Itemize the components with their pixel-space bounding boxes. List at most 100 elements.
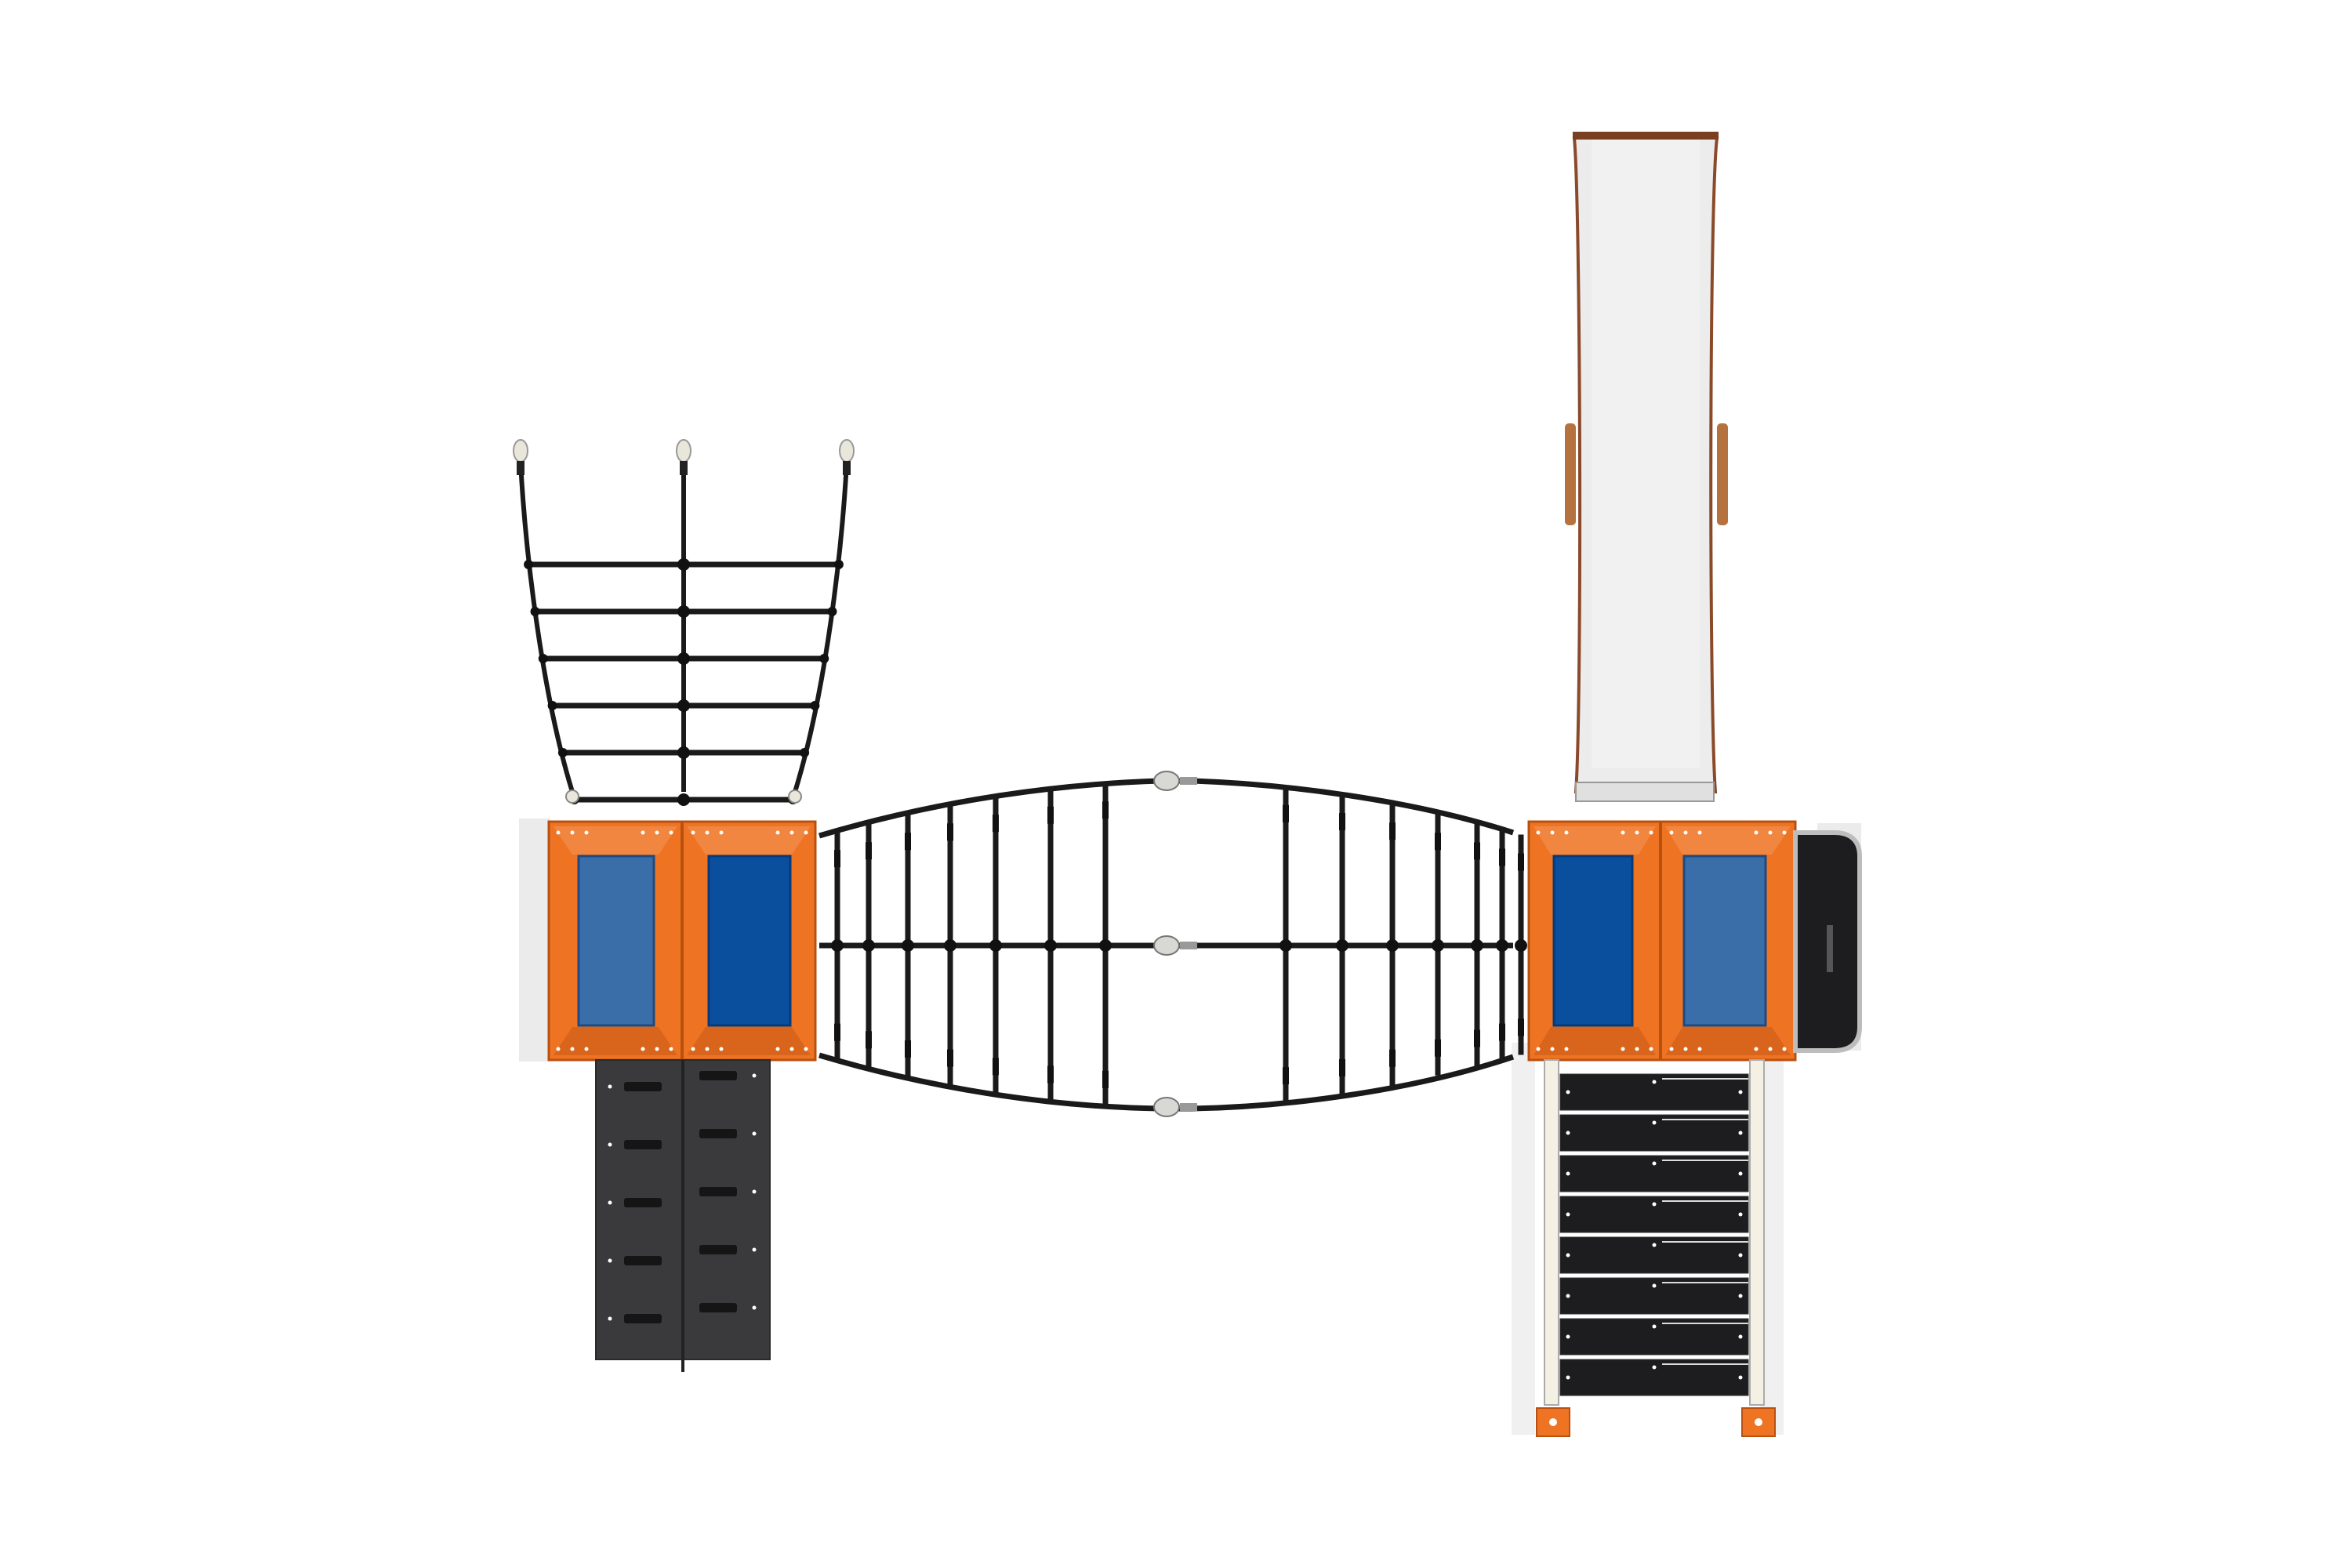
bolt-icon (1635, 1047, 1639, 1051)
stair-ladder[interactable] (1536, 1059, 1776, 1437)
side-panel[interactable] (1793, 830, 1862, 1053)
bolt-icon (1649, 1047, 1653, 1051)
bolt-icon (584, 1047, 589, 1051)
clamp-icon (1435, 833, 1441, 851)
bolt-icon (1754, 1047, 1759, 1051)
anchor-icon (513, 439, 528, 475)
bolt-icon (1738, 1253, 1743, 1258)
bolt-icon (1566, 1253, 1570, 1258)
bolt-icon (1738, 1294, 1743, 1298)
knot-icon (1496, 939, 1508, 952)
knot-icon (862, 939, 875, 952)
bolt-icon (570, 1047, 575, 1051)
knot-icon (800, 748, 810, 757)
climbing-hold-icon (699, 1245, 737, 1254)
bolt-icon (1738, 1334, 1743, 1339)
knot-icon (557, 748, 568, 757)
bolt-icon (556, 1047, 561, 1051)
bolt-icon (705, 830, 710, 835)
bolt-icon (1669, 830, 1674, 835)
clamp-icon (993, 815, 999, 833)
climbing-hold-icon (699, 1129, 737, 1138)
climbing-hold-icon (699, 1071, 737, 1080)
clamp-icon (866, 842, 872, 860)
clamp-icon (947, 1049, 953, 1067)
knot-icon (1279, 939, 1292, 952)
knot-icon (902, 939, 914, 952)
bolt-icon (1738, 1212, 1743, 1217)
bolt-icon (1652, 1080, 1657, 1084)
bolt-icon (1683, 830, 1688, 835)
clamp-icon (1047, 806, 1054, 824)
bolt-icon (691, 1047, 695, 1051)
deck-panel-left-b (707, 855, 792, 1027)
clamp-icon (1518, 1018, 1524, 1036)
rope-ladder-net[interactable] (513, 439, 855, 806)
clamp-icon (834, 1023, 840, 1041)
bolt-icon (1669, 1047, 1674, 1051)
knot-icon (677, 558, 690, 571)
climbing-hold-icon (624, 1082, 662, 1091)
bolt-icon (608, 1200, 612, 1205)
bolt-icon (1536, 1047, 1541, 1051)
deck-panel-right-b (1682, 855, 1767, 1027)
bolt-icon (752, 1073, 757, 1078)
clamp-icon (866, 1031, 872, 1049)
bolt-icon (556, 830, 561, 835)
shackle-icon (1153, 935, 1197, 956)
clamp-icon (1047, 1065, 1054, 1083)
bolt-icon (1652, 1120, 1657, 1125)
rope-bridge[interactable] (818, 771, 1527, 1117)
knot-icon (827, 607, 837, 616)
clamp-icon (1389, 1049, 1396, 1067)
deck-left[interactable] (547, 820, 817, 1062)
knot-icon (1386, 939, 1399, 952)
knot-icon (677, 746, 690, 759)
clamp-icon (1499, 1023, 1505, 1041)
bolt-icon (1566, 1171, 1570, 1176)
clamp-icon (1518, 853, 1524, 871)
bolt-icon (1782, 1047, 1787, 1051)
bolt-icon (570, 830, 575, 835)
bolt-icon (1564, 830, 1569, 835)
foot-plate-icon (1536, 1407, 1570, 1437)
bolt-icon (691, 830, 695, 835)
bolt-icon (1649, 830, 1653, 835)
bolt-icon (1652, 1324, 1657, 1329)
bolt-icon (1738, 1375, 1743, 1380)
knot-icon (944, 939, 956, 952)
bolt-icon (1697, 830, 1702, 835)
bolt-icon (608, 1084, 612, 1089)
bolt-icon (804, 1047, 808, 1051)
clamp-icon (1102, 1070, 1109, 1088)
knot-icon (538, 654, 548, 663)
climbing-wall-panel[interactable] (595, 1059, 771, 1372)
anchor-icon (839, 439, 855, 475)
knot-icon (1099, 939, 1112, 952)
bolt-icon (719, 1047, 724, 1051)
bolt-icon (641, 830, 645, 835)
deck-panel-right-a (1552, 855, 1634, 1027)
bolt-icon (608, 1142, 612, 1147)
bolt-icon (1768, 830, 1773, 835)
bolt-icon (669, 1047, 673, 1051)
knot-icon (810, 701, 820, 710)
knot-icon (989, 939, 1002, 952)
bolt-icon (1652, 1283, 1657, 1288)
bolt-icon (608, 1316, 612, 1321)
bolt-icon (1652, 1202, 1657, 1207)
bolt-icon (775, 830, 780, 835)
climbing-hold-icon (624, 1314, 662, 1323)
bolt-icon (655, 830, 659, 835)
knot-icon (1336, 939, 1348, 952)
climbing-hold-icon (624, 1198, 662, 1207)
deck-panel-left-a (577, 855, 655, 1027)
knot-icon (677, 605, 690, 618)
knot-icon (833, 560, 844, 569)
slide[interactable] (1565, 132, 1728, 802)
clamp-icon (1474, 1029, 1480, 1047)
deck-right[interactable] (1527, 820, 1797, 1062)
bolt-icon (608, 1258, 612, 1263)
bolt-icon (1566, 1294, 1570, 1298)
